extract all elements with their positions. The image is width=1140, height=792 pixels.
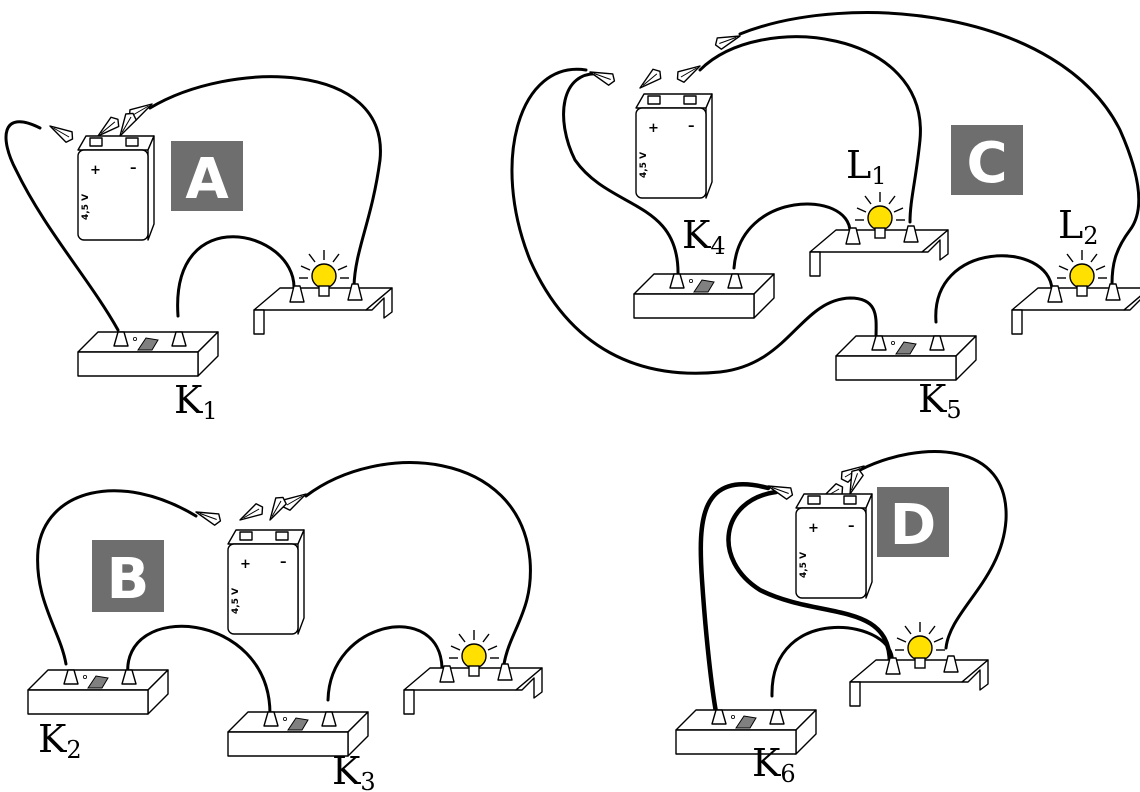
wire (698, 482, 771, 715)
circuit-letter: D (890, 493, 936, 558)
battery (77, 135, 155, 241)
wire (36, 489, 198, 666)
crocodile-clip (236, 501, 267, 526)
switch-label: K4 (682, 213, 726, 260)
battery (795, 493, 873, 599)
wire (326, 625, 444, 702)
battery (635, 93, 713, 199)
wire (770, 625, 894, 698)
wire (510, 67, 878, 375)
crocodile-clip (587, 65, 618, 88)
circuit-c: C K4 K5 L1 L2 (510, 11, 1140, 424)
wire (726, 489, 893, 667)
switch-label: K6 (752, 741, 796, 788)
wire (934, 254, 1054, 324)
switch (633, 273, 775, 319)
switch (675, 709, 817, 755)
switch-label: K3 (332, 749, 376, 792)
wire (304, 461, 532, 666)
switch-label: K1 (174, 378, 218, 425)
crocodile-clip (264, 493, 289, 524)
switch-label: K5 (918, 377, 962, 424)
crocodile-clip (46, 120, 77, 145)
wire (562, 72, 680, 278)
lamp (809, 191, 949, 277)
circuit-letter: A (185, 147, 229, 212)
circuit-b: B K2 K3 (27, 461, 543, 792)
wire (732, 202, 852, 270)
wire (148, 75, 382, 288)
crocodile-clip (635, 65, 665, 94)
wire (4, 120, 120, 332)
wire (858, 450, 1008, 650)
circuit-letter-box (92, 540, 164, 612)
crocodile-clip (193, 505, 224, 528)
circuit-letter-box (877, 487, 949, 557)
circuit-letter: C (966, 131, 1007, 196)
lamp (253, 249, 393, 335)
lamp-label: L2 (1058, 203, 1099, 250)
circuit-a: A K1 (4, 75, 393, 425)
wire (176, 235, 296, 318)
circuit-letter: B (107, 547, 150, 612)
wire (126, 624, 272, 716)
battery (227, 529, 305, 635)
switch (27, 669, 169, 715)
crocodile-clip (673, 60, 704, 85)
switch (77, 331, 219, 377)
circuit-letter-box (171, 141, 243, 211)
wire (738, 11, 1140, 286)
lamp (403, 629, 543, 715)
switch-label: K2 (38, 717, 82, 764)
circuit-d: D K6 (675, 450, 1008, 788)
wire (698, 35, 922, 224)
crocodile-clip (765, 479, 796, 502)
circuit-letter-box (951, 125, 1023, 195)
lamp-label: L1 (846, 143, 887, 190)
switch (835, 335, 977, 381)
